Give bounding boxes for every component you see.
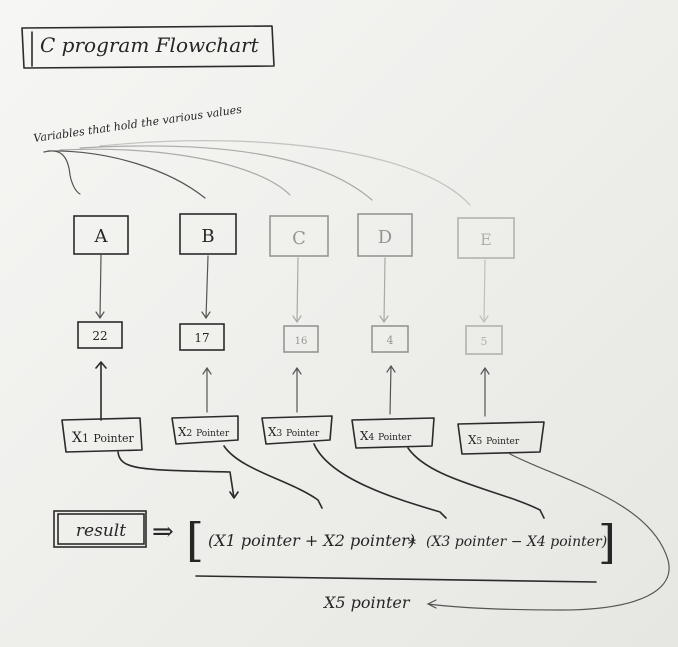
fraction-line	[195, 575, 597, 583]
variable-box-e: E	[457, 217, 515, 259]
value-box-d: 4	[371, 325, 409, 353]
variable-box-c: C	[269, 215, 329, 257]
result-label: result	[76, 521, 126, 541]
value-e: 5	[481, 335, 488, 348]
variable-box-a: A	[73, 215, 129, 255]
expression-term1: (X1 pointer + X2 pointer)	[208, 531, 415, 550]
value-box-a: 22	[77, 321, 123, 349]
result-box: result	[53, 510, 147, 548]
assign-arrow-icon: ⇒	[152, 517, 174, 547]
variable-e-label: E	[480, 230, 492, 249]
page-title: C program Flowchart	[40, 33, 260, 57]
value-box-c: 16	[283, 325, 319, 353]
variable-b-label: B	[201, 226, 214, 247]
expression-close-bracket: ]	[598, 515, 616, 569]
pointer-x5-label: X5 Pointer	[468, 433, 520, 447]
divisor-label: X5 pointer	[322, 593, 411, 612]
value-b: 17	[194, 331, 209, 345]
variables-note: Variables that hold the various values	[33, 103, 243, 145]
expression-term2: (X3 pointer − X4 pointer)	[426, 534, 607, 550]
variable-a-label: A	[94, 226, 109, 247]
pointer-x1: X1 Pointer	[61, 417, 143, 453]
variable-d-label: D	[378, 227, 392, 248]
value-box-b: 17	[179, 323, 225, 351]
expression: [ (X1 pointer + X2 pointer) * (X3 pointe…	[186, 513, 616, 569]
pointer-x1-label: X1 Pointer	[72, 430, 135, 446]
pointer-x2-label: X2 Pointer	[178, 425, 230, 439]
value-c: 16	[295, 336, 308, 347]
pointer-x4-label: X4 Pointer	[360, 429, 412, 443]
pointer-x2: X2 Pointer	[171, 415, 239, 445]
value-box-e: 5	[465, 325, 503, 355]
expression-operator: *	[408, 535, 416, 554]
value-a: 22	[92, 329, 107, 343]
title-box: C program Flowchart	[21, 25, 275, 69]
pointer-expression-connectors	[117, 443, 670, 611]
note-connectors	[43, 140, 471, 206]
variable-c-label: C	[292, 228, 306, 249]
pointer-x5: X5 Pointer	[457, 421, 545, 455]
pointer-x3: X3 Pointer	[261, 415, 333, 445]
pointer-value-arrows	[95, 361, 490, 421]
expression-open-bracket: [	[186, 513, 204, 567]
variable-value-arrows	[95, 254, 489, 324]
pointer-x3-label: X3 Pointer	[268, 425, 320, 439]
pointer-x4: X4 Pointer	[351, 417, 435, 449]
value-d: 4	[387, 334, 394, 347]
variable-box-b: B	[179, 213, 237, 255]
variable-box-d: D	[357, 213, 413, 257]
